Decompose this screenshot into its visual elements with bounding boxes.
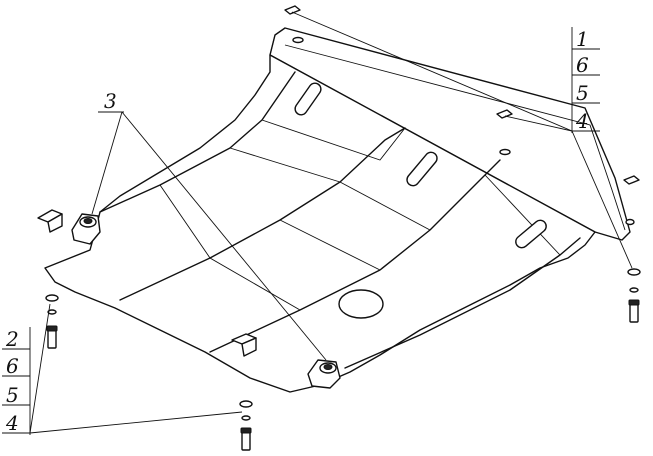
callout-right-item: 4 [575, 109, 589, 133]
bracket-icon [231, 333, 257, 357]
bolt-icon [628, 299, 640, 323]
callout-right-item: 5 [576, 81, 589, 105]
bushing-icon [307, 359, 341, 389]
callout-mid: 3 [98, 89, 124, 113]
callout-left-item: 4 [5, 411, 19, 435]
callout-left-item: 6 [6, 354, 19, 378]
bushing-icon [71, 213, 101, 245]
slot-hole [406, 151, 438, 187]
callout-left: 2 6 5 4 [2, 327, 31, 435]
guard-plate [44, 27, 635, 393]
leader-lines [29, 11, 633, 434]
callout-right: 1 6 5 4 [571, 27, 600, 133]
washer-icon [627, 268, 641, 293]
bolt-icon [240, 427, 252, 451]
callout-mid-label: 3 [104, 89, 117, 113]
slot-hole [294, 82, 322, 116]
callout-left-item: 2 [5, 327, 19, 351]
bolt-icon [46, 325, 58, 349]
callout-right-item: 1 [576, 27, 589, 51]
drain-hole [338, 289, 384, 319]
washer-icon [239, 400, 253, 421]
bracket-icon [284, 5, 640, 185]
callout-left-item: 5 [6, 383, 19, 407]
callout-right-item: 6 [576, 53, 589, 77]
washer-icon [45, 294, 59, 315]
slot-hole [515, 219, 547, 249]
bracket-icon [37, 209, 63, 233]
